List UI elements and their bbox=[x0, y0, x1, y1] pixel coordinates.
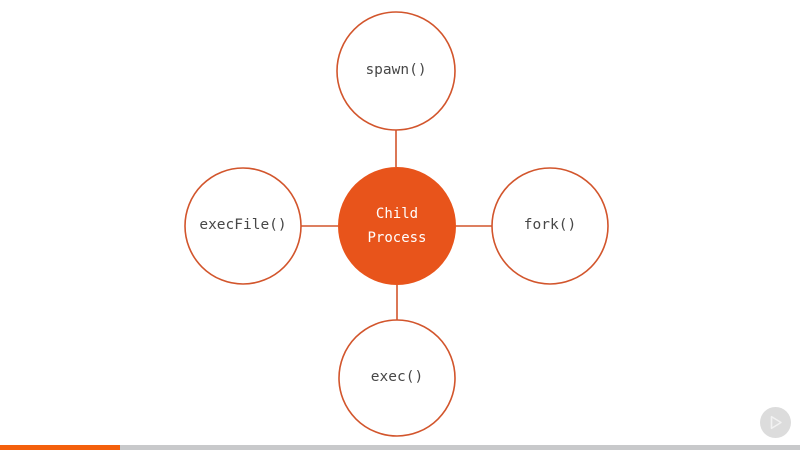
node-circle-fork[interactable] bbox=[491, 167, 609, 285]
node-circle-spawn[interactable] bbox=[336, 11, 456, 131]
node-circle-execfile[interactable] bbox=[184, 167, 302, 285]
play-badge-icon bbox=[760, 407, 791, 438]
node-circle-exec[interactable] bbox=[338, 319, 456, 437]
play-triangle-icon bbox=[770, 415, 782, 430]
video-progress-fill bbox=[0, 445, 120, 450]
node-circle-child-process[interactable] bbox=[338, 167, 456, 285]
video-progress-bar[interactable] bbox=[0, 445, 800, 450]
